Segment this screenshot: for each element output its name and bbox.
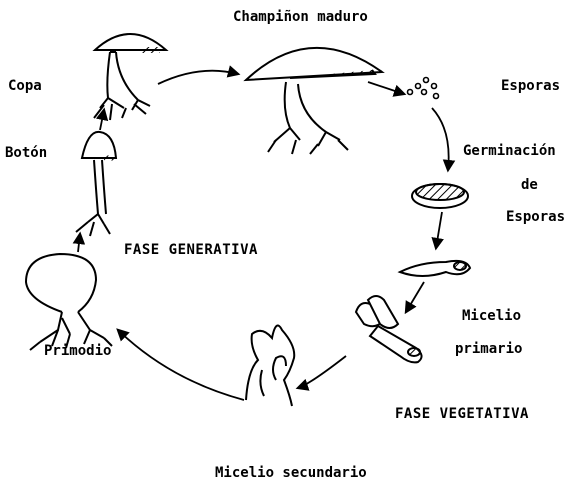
- label-de: de: [521, 178, 538, 192]
- label-boton: Botón: [5, 146, 47, 160]
- arrow-germination-to-tube: [436, 212, 442, 248]
- label-fase-generativa: FASE GENERATIVA: [124, 243, 258, 257]
- arrow-secondary-to-primodio: [118, 330, 244, 400]
- label-micelio-secundario: Micelio secundario: [215, 466, 367, 480]
- arrow-boton-to-copa: [100, 110, 104, 130]
- mature-mushroom: [246, 48, 382, 154]
- arrow-spores-to-germination: [432, 108, 449, 170]
- label-fase-vegetativa: FASE VEGETATIVA: [395, 407, 529, 421]
- arrow-copa-to-mature: [158, 71, 238, 84]
- label-esporas-germ: Esporas: [506, 210, 565, 224]
- copa-mushroom: [94, 34, 166, 120]
- label-copa: Copa: [8, 79, 42, 93]
- label-primodio: Primodio: [44, 344, 111, 358]
- label-germinacion: Germinación: [463, 144, 556, 158]
- germinating-spore: [412, 184, 468, 208]
- secondary-mycelium: [246, 326, 294, 407]
- label-esporas: Esporas: [501, 79, 560, 93]
- primodio-mushroom: [26, 254, 112, 350]
- arrow-primodio-to-boton: [78, 234, 80, 252]
- boton-mushroom: [76, 132, 116, 236]
- label-mature-mushroom: Champiñon maduro: [233, 10, 368, 24]
- arrow-primary-to-secondary: [298, 356, 346, 388]
- arrow-mature-to-spores: [368, 82, 404, 94]
- label-micelio: Micelio: [462, 309, 521, 323]
- label-primario: primario: [455, 342, 522, 356]
- spore-germ-tube: [400, 261, 470, 276]
- primary-mycelium: [356, 296, 422, 362]
- arrow-tube-to-primary: [406, 282, 424, 312]
- spores: [408, 78, 439, 99]
